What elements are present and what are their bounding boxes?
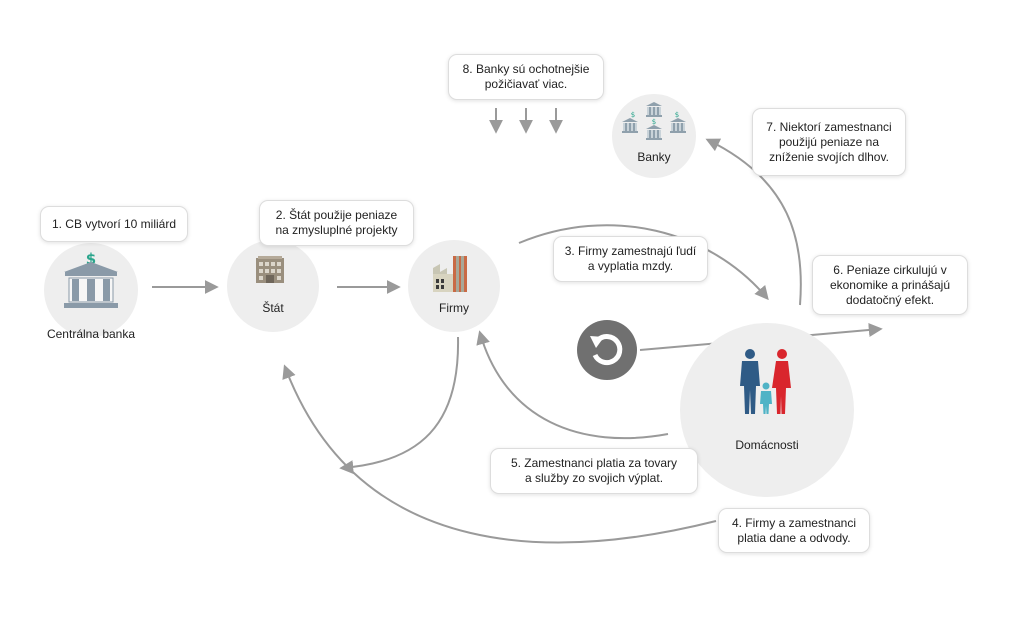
central-bank-label: Centrálna banka	[46, 327, 136, 341]
note-2: 2. Štát použije peniaze na zmysluplné pr…	[259, 200, 414, 246]
households-label: Domácnosti	[735, 438, 799, 452]
circular-arrow-icon	[577, 320, 637, 380]
arrow-households-to-firms	[476, 330, 669, 440]
svg-text:$: $	[675, 111, 679, 119]
government-building-icon	[256, 256, 284, 283]
svg-text:$: $	[631, 111, 635, 119]
svg-text:$: $	[652, 118, 656, 126]
banks-label: Banky	[637, 150, 671, 164]
family-icon	[740, 349, 791, 414]
arrow-firms-to-households	[518, 224, 769, 301]
svg-text:$: $	[86, 250, 96, 268]
state-node[interactable]	[227, 240, 319, 332]
bank-building-icon: $	[64, 250, 118, 308]
note-5: 5. Zamestnanci platia za tovary a služby…	[490, 448, 698, 494]
note-1: 1. CB vytvorí 10 miliárd	[40, 206, 188, 242]
note-4: 4. Firmy a zamestnanci platia dane a odv…	[718, 508, 870, 553]
note-6: 6. Peniaze cirkulujú v ekonomike a priná…	[812, 255, 968, 315]
note-8: 8. Banky sú ochotnejšie požičiavať viac.	[448, 54, 604, 100]
arrow-households-to-banks	[705, 138, 802, 306]
note-3: 3. Firmy zamestnajú ľudí a vyplatia mzdy…	[553, 236, 708, 282]
firms-label: Firmy	[439, 301, 469, 315]
factory-icon	[433, 256, 467, 292]
arrow-firms-to-state	[339, 336, 460, 475]
arrow-taxes-to-state	[282, 364, 717, 544]
banks-icon: $ $ $	[622, 102, 686, 140]
note-7: 7. Niektorí zamestnanci použijú peniaze …	[752, 108, 906, 176]
state-label: Štát	[262, 301, 284, 315]
